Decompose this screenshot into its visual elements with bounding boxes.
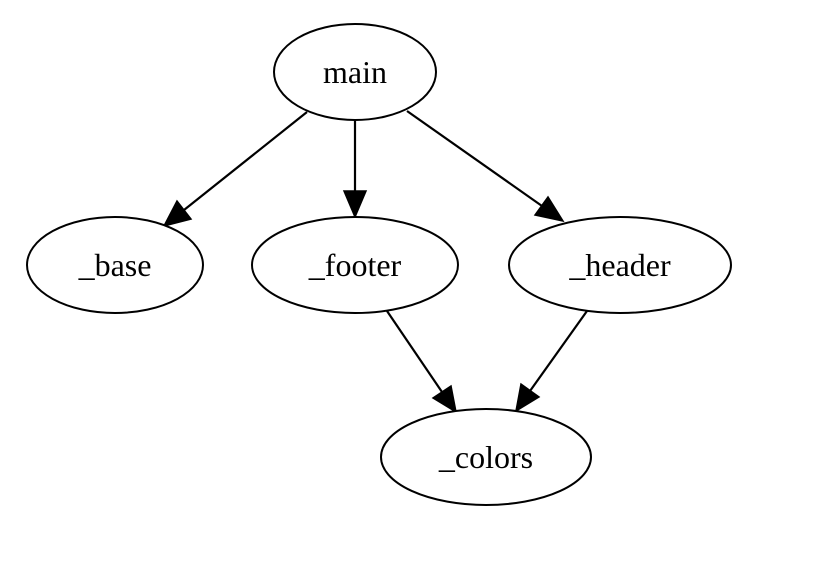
node-label-base: _base	[78, 247, 152, 283]
node-label-header: _header	[568, 247, 671, 283]
edge-main-footer	[342, 121, 368, 219]
node-header: _header	[508, 216, 732, 314]
node-label-main: main	[323, 54, 387, 90]
node-label-colors: _colors	[438, 439, 533, 475]
node-label-footer: _footer	[308, 247, 402, 283]
edge-header-colors	[514, 310, 588, 413]
node-colors: _colors	[380, 408, 592, 506]
edge-footer-colors	[386, 310, 458, 414]
node-base: _base	[26, 216, 204, 314]
node-main: main	[273, 23, 437, 121]
edge-main-header	[406, 110, 565, 223]
edge-main-base	[162, 111, 308, 228]
node-footer: _footer	[251, 216, 459, 314]
